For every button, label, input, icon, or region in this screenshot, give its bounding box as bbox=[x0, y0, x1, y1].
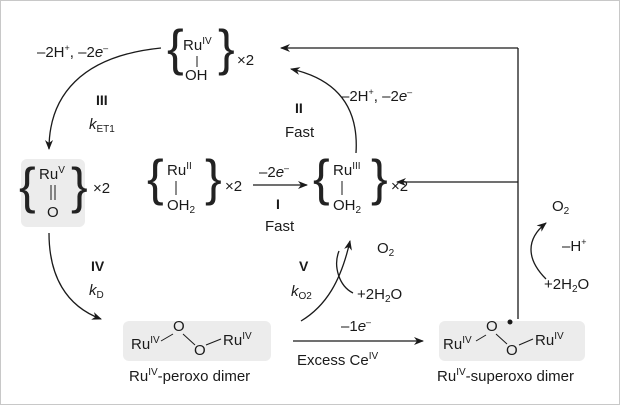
radical-dot bbox=[507, 319, 513, 325]
ru5-highlight bbox=[21, 159, 85, 227]
ru4-oh-ligand: OH bbox=[185, 67, 208, 84]
ru4-oh-left-brace: { bbox=[167, 20, 184, 76]
ru5-o-right-brace: } bbox=[71, 158, 88, 214]
ru2-oh2-metal: RuII bbox=[167, 161, 192, 179]
label-plus-2h2o-middle: +2H2O bbox=[357, 286, 403, 305]
label-o2-middle: O2 bbox=[377, 240, 395, 259]
label-step-iii: III bbox=[96, 92, 108, 108]
arrow-step-v bbox=[300, 240, 352, 322]
label-minus-2e-i: –2e– bbox=[259, 163, 290, 181]
peroxo-ru-right: RuIV bbox=[223, 331, 252, 349]
ru3-oh2-left-brace: { bbox=[313, 150, 330, 206]
peroxo-o2: O bbox=[194, 342, 206, 359]
superoxo-caption: RuIV-superoxo dimer bbox=[437, 367, 575, 385]
label-step-v: V bbox=[299, 258, 309, 274]
superoxo-o2: O bbox=[506, 342, 518, 359]
superoxo-highlight bbox=[439, 321, 585, 361]
ru5-o-multiplier: ×2 bbox=[93, 180, 111, 197]
peroxo-bond-3 bbox=[205, 338, 222, 346]
ru5-o-metal: RuV bbox=[39, 165, 65, 183]
superoxo-bond-2 bbox=[495, 333, 508, 345]
label-plus-2h2o-right: +2H2O bbox=[544, 276, 590, 295]
peroxo-highlight bbox=[123, 321, 271, 361]
label-minus-2h-2e-right: –2H+, –2e– bbox=[341, 87, 413, 105]
superoxo-bond-3 bbox=[518, 338, 534, 346]
ru4-oh-multiplier: ×2 bbox=[237, 52, 255, 69]
superoxo-ru-left: RuIV bbox=[443, 335, 472, 353]
label-k-et1: kET1 bbox=[89, 116, 115, 135]
label-step-i: I bbox=[276, 196, 280, 212]
ru3-oh2-metal: RuIII bbox=[333, 161, 361, 179]
label-fast-i: Fast bbox=[265, 218, 295, 235]
label-minus-1e: –1e– bbox=[341, 317, 372, 335]
ru5-o-ligand: O bbox=[47, 204, 59, 221]
arrow-step-ii bbox=[290, 67, 357, 154]
label-k-d: kD bbox=[89, 282, 104, 301]
label-minus-h: –H+ bbox=[562, 237, 587, 255]
superoxo-bond-1 bbox=[475, 334, 487, 342]
ru2-oh2-ligand: OH2 bbox=[167, 197, 196, 216]
peroxo-ru-left: RuIV bbox=[131, 335, 160, 353]
ru4-oh-right-brace: } bbox=[218, 20, 235, 76]
ru2-oh2-right-brace: } bbox=[205, 150, 222, 206]
superoxo-o1: O bbox=[486, 318, 498, 335]
label-minus-2h-2e-left: –2H+, –2e– bbox=[37, 43, 109, 61]
label-fast-ii: Fast bbox=[285, 124, 315, 141]
ru3-oh2-multiplier: ×2 bbox=[391, 178, 409, 195]
arrow-step-iv bbox=[48, 232, 102, 320]
label-k-o2: kO2 bbox=[291, 283, 312, 302]
peroxo-o1: O bbox=[173, 318, 185, 335]
arrow-o2-release-right bbox=[530, 222, 547, 280]
superoxo-ru-right: RuIV bbox=[535, 331, 564, 349]
arrow-water-in-v bbox=[336, 250, 354, 294]
label-step-iv: IV bbox=[91, 258, 105, 274]
ru3-oh2-ligand: OH2 bbox=[333, 197, 362, 216]
ru2-oh2-left-brace: { bbox=[147, 150, 164, 206]
ru4-oh-metal: RuIV bbox=[183, 36, 212, 54]
arrow-step-iii bbox=[45, 47, 162, 150]
peroxo-bond-2 bbox=[182, 333, 196, 346]
peroxo-caption: RuIV-peroxo dimer bbox=[129, 367, 251, 385]
label-o2-right: O2 bbox=[552, 198, 570, 217]
label-excess-ce: Excess CeIV bbox=[297, 351, 379, 369]
ru2-oh2-multiplier: ×2 bbox=[225, 178, 243, 195]
ru5-o-left-brace: { bbox=[19, 158, 36, 214]
label-step-ii: II bbox=[295, 100, 303, 116]
ru3-oh2-right-brace: } bbox=[371, 150, 388, 206]
peroxo-bond-1 bbox=[160, 333, 174, 342]
